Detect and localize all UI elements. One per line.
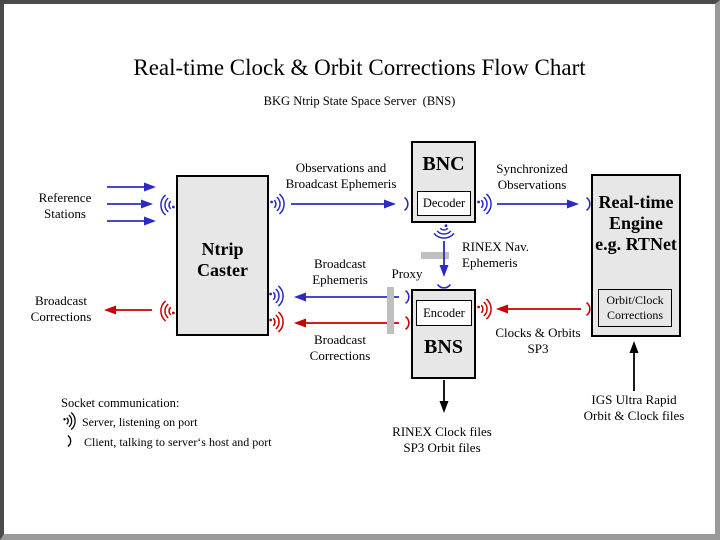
page-title: Real-time Clock & Orbit Corrections Flow… — [133, 55, 586, 80]
label-rinex-clock-files: RINEX Clock files SP3 Orbit files — [392, 424, 492, 455]
decoder-box: Decoder — [417, 191, 471, 216]
bns-box: Encoder BNS — [411, 289, 476, 379]
label-reference-stations: Reference Stations — [38, 190, 92, 221]
label-broadcast-corrections-mid: Broadcast Corrections — [309, 332, 371, 363]
server-socket-icon — [433, 223, 455, 239]
proxy-bar-horizontal — [421, 252, 449, 259]
label-broadcast-ephemeris: Broadcast Ephemeris — [312, 256, 368, 287]
encoder-label: Encoder — [423, 305, 465, 320]
rinex-nav-arrow — [439, 241, 449, 277]
label-clocks-orbits-sp3: Clocks & Orbits SP3 — [495, 325, 581, 356]
legend-server-item: Server, listening on port — [82, 415, 198, 429]
client-socket-icon — [404, 315, 410, 331]
server-socket-icon — [269, 193, 285, 215]
ntrip-caster-label-line1: Ntrip — [201, 239, 244, 259]
broadcast-ephemeris-arrow — [294, 292, 399, 302]
encoder-box: Encoder — [416, 300, 472, 326]
ntrip-caster-label-line2: Caster — [197, 260, 248, 280]
label-observations-ephemeris: Observations and Broadcast Ephemeris — [285, 160, 397, 191]
bns-title: BNS — [424, 336, 463, 358]
engine-label-line3: e.g. RTNet — [595, 234, 677, 254]
orbit-clock-label-line2: Corrections — [607, 308, 663, 322]
igs-input-arrow — [629, 341, 639, 391]
server-socket-icon — [160, 194, 176, 216]
label-rinex-nav-ephemeris: RINEX Nav. Ephemeris — [462, 239, 530, 270]
page-subtitle: BKG Ntrip State Space Server (BNS) — [263, 94, 456, 108]
orbit-clock-corrections-box: Orbit/Clock Corrections — [598, 289, 672, 327]
flow-graphics — [62, 182, 639, 448]
realtime-engine-box: Real-time Engine e.g. RTNet Orbit/Clock … — [591, 174, 681, 337]
legend-server-icon — [62, 411, 76, 431]
client-socket-icon — [585, 196, 591, 212]
clocks-orbits-arrow — [496, 304, 581, 314]
server-socket-icon — [268, 311, 284, 333]
legend-client-item: Client, talking to server‘s host and por… — [84, 435, 272, 449]
proxy-bar-vertical — [387, 287, 394, 334]
label-igs-ultra-rapid: IGS Ultra Rapid Orbit & Clock files — [583, 392, 685, 423]
bnc-box: BNC Decoder — [411, 141, 476, 223]
label-synchronized-observations: Synchronized Observations — [496, 161, 568, 192]
server-socket-icon — [476, 193, 492, 215]
label-proxy: Proxy — [391, 266, 423, 281]
decoder-label: Decoder — [422, 196, 466, 210]
bns-output-arrow — [439, 380, 449, 413]
legend-client-icon — [67, 434, 72, 448]
server-socket-icon — [268, 285, 284, 307]
synchronized-observations-arrow — [497, 199, 579, 209]
bnc-title: BNC — [422, 153, 465, 175]
broadcast-corrections-out-arrow — [104, 305, 152, 315]
server-socket-icon — [476, 298, 492, 320]
server-socket-icon — [160, 300, 176, 322]
client-socket-icon — [436, 283, 452, 289]
legend-heading: Socket communication: — [61, 396, 180, 410]
client-socket-icon — [403, 196, 409, 212]
broadcast-corrections-arrow — [294, 318, 399, 328]
engine-label-line1: Real-time — [598, 192, 674, 212]
label-broadcast-corrections-left: Broadcast Corrections — [30, 293, 92, 324]
client-socket-icon — [585, 301, 591, 317]
reference-stations-arrows — [107, 182, 156, 226]
observations-arrow — [291, 199, 396, 209]
ntrip-caster-box: Ntrip Caster — [176, 175, 269, 336]
orbit-clock-label-line1: Orbit/Clock — [606, 293, 664, 307]
client-socket-icon — [404, 289, 410, 305]
engine-label-line2: Engine — [608, 213, 664, 233]
